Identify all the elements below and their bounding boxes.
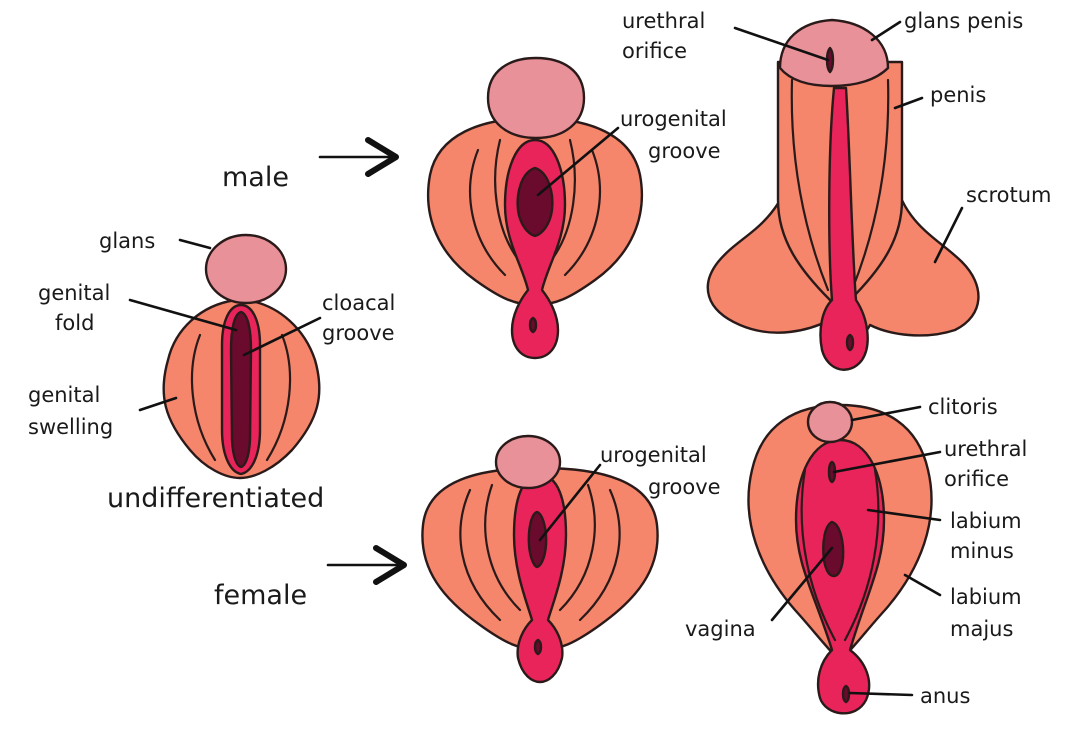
- male-urogenital-groove-label-line1: urogenital: [620, 107, 727, 131]
- male-arrow-icon: [318, 137, 399, 177]
- anus-label: anus: [920, 684, 970, 708]
- male-urethral-orifice-shape: [825, 46, 835, 74]
- male-glans-shape: [486, 56, 586, 140]
- glans-penis-label: glans penis: [904, 9, 1023, 33]
- female-intermediate-figure: [421, 434, 659, 684]
- genital-fold-label-line2: fold: [55, 311, 94, 335]
- undiff-glans-label: glans: [99, 229, 155, 253]
- labium-minus-shape: [794, 438, 886, 715]
- clitoris-shape: [806, 400, 854, 444]
- male-urethral-orifice-label-line1: urethral: [622, 9, 705, 33]
- female-glans-shape: [494, 434, 562, 490]
- cloacal-groove-label-line1: cloacal: [322, 291, 395, 315]
- female-urogenital-groove-label-line2: groove: [648, 475, 721, 499]
- scrotum-label: scrotum: [966, 183, 1052, 207]
- male-urethral-orifice-label-line2: orifice: [622, 39, 687, 63]
- female-urethral-orifice-shape: [827, 460, 837, 484]
- male-urogenital-groove-shape: [516, 166, 554, 238]
- labium-minus-label-line1: labium: [950, 509, 1022, 533]
- penis-label: penis: [930, 83, 986, 107]
- female-urethral-orifice-label-line2: orifice: [944, 467, 1009, 491]
- male-adult-figure: [706, 18, 980, 371]
- female-stage-label: female: [214, 580, 307, 611]
- glans-shape: [204, 233, 288, 305]
- anus-shape: [841, 684, 851, 704]
- labium-majus-label-line1: labium: [950, 585, 1022, 609]
- vagina-label: vagina: [685, 617, 756, 641]
- female-urogenital-groove-label-line1: urogenital: [600, 443, 707, 467]
- male-urogenital-groove-label-line2: groove: [648, 139, 721, 163]
- glans-penis-shape: [778, 18, 890, 88]
- male-stage-label: male: [222, 162, 289, 193]
- labium-majus-label-line2: majus: [950, 617, 1013, 641]
- female-urethral-orifice-label-line1: urethral: [944, 437, 1027, 461]
- male-intermediate-figure: [426, 56, 644, 360]
- genital-fold-label-line1: genital: [38, 281, 110, 305]
- clitoris-label: clitoris: [928, 395, 998, 419]
- female-fold-shape: [512, 473, 568, 684]
- leader-lines: [128, 20, 964, 697]
- cloacal-groove-shape: [229, 310, 253, 469]
- undifferentiated-stage-label: undifferentiated: [107, 483, 324, 514]
- raphe-shape: [819, 86, 869, 371]
- labium-minus-label-line2: minus: [950, 539, 1014, 563]
- female-urogenital-groove-shape: [527, 510, 548, 569]
- female-adult-figure: [747, 400, 933, 715]
- genital-swelling-label-line1: genital: [28, 383, 100, 407]
- cloacal-groove-label-line2: groove: [322, 321, 395, 345]
- undifferentiated-figure: [162, 233, 321, 480]
- vagina-shape: [822, 520, 845, 578]
- genital-swelling-label-line2: swelling: [28, 415, 113, 439]
- female-arrow-icon: [326, 545, 407, 585]
